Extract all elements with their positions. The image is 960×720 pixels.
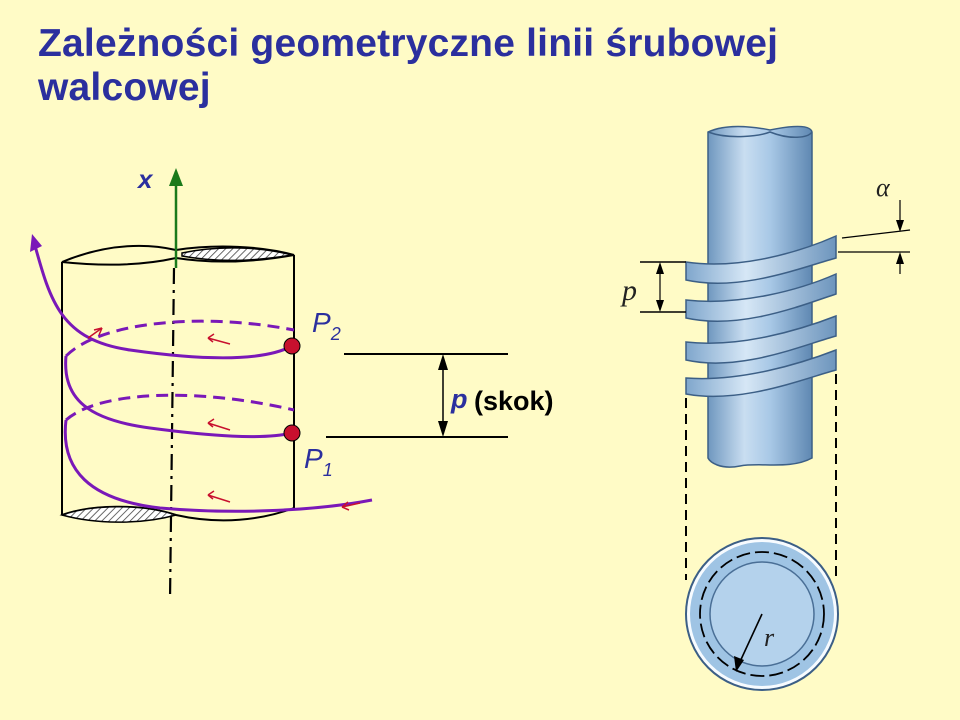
arrow-3-head bbox=[207, 490, 215, 500]
pitch-arrow-top bbox=[438, 354, 448, 370]
helix-start-arrowhead bbox=[30, 234, 42, 252]
arrow-4-head bbox=[341, 501, 350, 511]
slide-title: Zależności geometryczne linii śrubowej w… bbox=[38, 22, 779, 109]
pitch-arrow-bottom bbox=[438, 421, 448, 437]
direction-arrows bbox=[87, 327, 361, 511]
arrow-2 bbox=[207, 422, 231, 431]
label-p2-letter: P bbox=[312, 307, 331, 338]
arrow-1 bbox=[207, 337, 231, 345]
pitch-note: (skok) bbox=[474, 386, 554, 416]
thread-4 bbox=[685, 348, 837, 398]
radius-label: r bbox=[764, 623, 775, 652]
radius-line bbox=[737, 613, 763, 667]
radius-arrowhead bbox=[734, 656, 744, 672]
thread-1 bbox=[685, 234, 837, 284]
top-hatch bbox=[181, 247, 293, 262]
label-p2-subscript: 2 bbox=[330, 324, 341, 344]
angle-line-1 bbox=[841, 229, 911, 239]
rf-pitch-arrow-bottom bbox=[656, 300, 664, 312]
label-p1: P1 bbox=[304, 443, 333, 480]
arrow-3 bbox=[207, 494, 231, 503]
arrow-4 bbox=[341, 502, 361, 508]
point-p1 bbox=[283, 424, 301, 442]
right-screw-figure: p α r bbox=[620, 125, 911, 691]
label-p2: P2 bbox=[312, 307, 341, 344]
thread-3 bbox=[685, 314, 837, 364]
helix-back-1 bbox=[64, 319, 295, 358]
helix-front-1 bbox=[32, 241, 293, 360]
rf-pitch-label: p bbox=[620, 274, 637, 307]
thread-2 bbox=[685, 272, 837, 322]
arrow-5-head bbox=[93, 327, 103, 336]
cylinder-axis bbox=[168, 267, 176, 601]
arrow-1-head bbox=[207, 333, 215, 343]
point-p2 bbox=[283, 337, 301, 355]
helix-front-3 bbox=[63, 419, 373, 513]
label-p1-subscript: 1 bbox=[323, 460, 333, 480]
x-axis-arrowhead bbox=[169, 168, 183, 186]
angle-arrowhead-bottom bbox=[896, 252, 904, 264]
angle-label: α bbox=[876, 173, 891, 202]
arrow-2-head bbox=[207, 418, 215, 428]
arrow-5 bbox=[87, 327, 103, 339]
rf-pitch-arrow-top bbox=[656, 262, 664, 274]
shaft-top-edge bbox=[707, 131, 813, 138]
bottom-hatch bbox=[59, 506, 179, 523]
screw-threads bbox=[685, 234, 837, 398]
x-axis-label: x bbox=[136, 164, 154, 194]
helix-back-2 bbox=[65, 393, 295, 422]
label-p1-letter: P bbox=[304, 443, 323, 474]
angle-arrowhead-top bbox=[896, 220, 904, 232]
helix-front-2 bbox=[64, 355, 293, 439]
pitch-symbol: p bbox=[450, 384, 468, 414]
left-helix-figure: x P2 P1 bbox=[30, 164, 554, 601]
end-view-dashed-circle bbox=[699, 551, 825, 677]
